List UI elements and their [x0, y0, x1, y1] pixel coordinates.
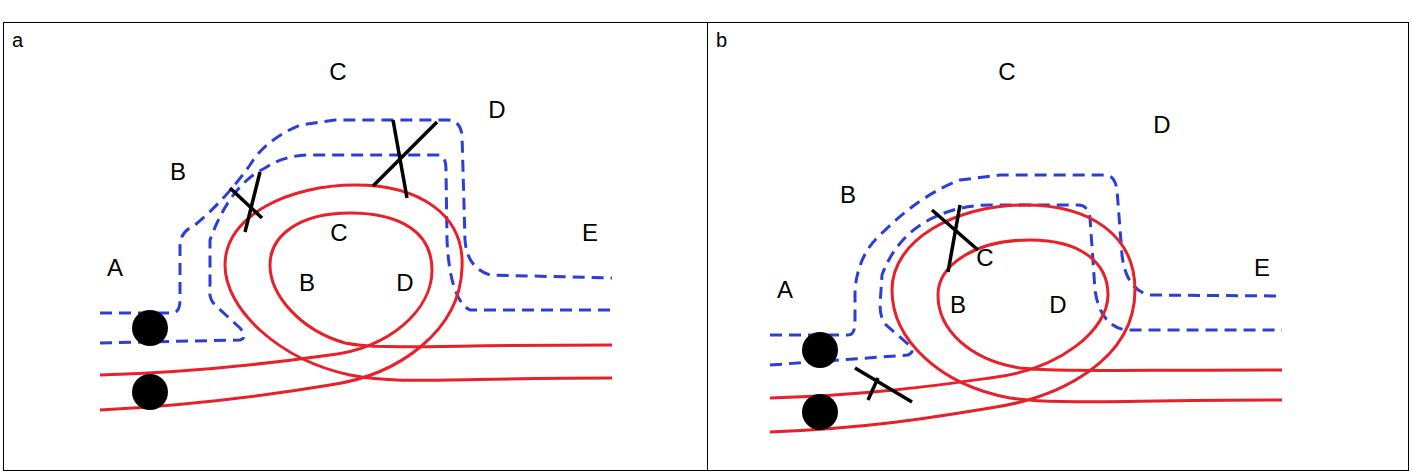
fold-axis-symbol [373, 120, 437, 198]
fold-axis-symbol [932, 205, 978, 272]
marker-dot [802, 394, 838, 430]
figure-panel: a [3, 22, 708, 471]
marker-dot [802, 332, 838, 368]
dashed-layer [100, 155, 612, 343]
folded-layer [770, 240, 1282, 398]
dashed-layer [100, 120, 612, 313]
layer-letter: B [299, 271, 315, 295]
layer-letter: B [170, 160, 186, 184]
layer-letter: D [1049, 293, 1066, 317]
panel-letter: a [12, 29, 23, 52]
folded-layer [100, 213, 612, 375]
layer-letter: B [950, 293, 966, 317]
layer-letter: D [488, 98, 505, 122]
figure-panel: b [707, 22, 1409, 471]
layer-letter: C [976, 246, 993, 270]
layer-letter: D [1153, 113, 1170, 137]
layer-letter: A [107, 256, 123, 280]
layer-letter: D [396, 271, 413, 295]
layer-letter: A [777, 278, 793, 302]
layer-letter: E [582, 221, 598, 245]
dashed-layer [770, 205, 1282, 365]
panel-letter: b [716, 29, 727, 52]
folded-layer [100, 185, 612, 410]
layer-letter: C [330, 221, 347, 245]
layer-letter: B [840, 183, 856, 207]
fold-axis-symbol [230, 172, 262, 232]
marker-dot [132, 310, 168, 346]
layer-letter: E [1254, 256, 1270, 280]
dashed-layer [770, 175, 1282, 335]
layer-letter: C [998, 60, 1015, 84]
folded-layer [770, 205, 1282, 432]
marker-dot [132, 374, 168, 410]
layer-letter: C [329, 60, 346, 84]
fold-axis-symbol [855, 368, 912, 402]
